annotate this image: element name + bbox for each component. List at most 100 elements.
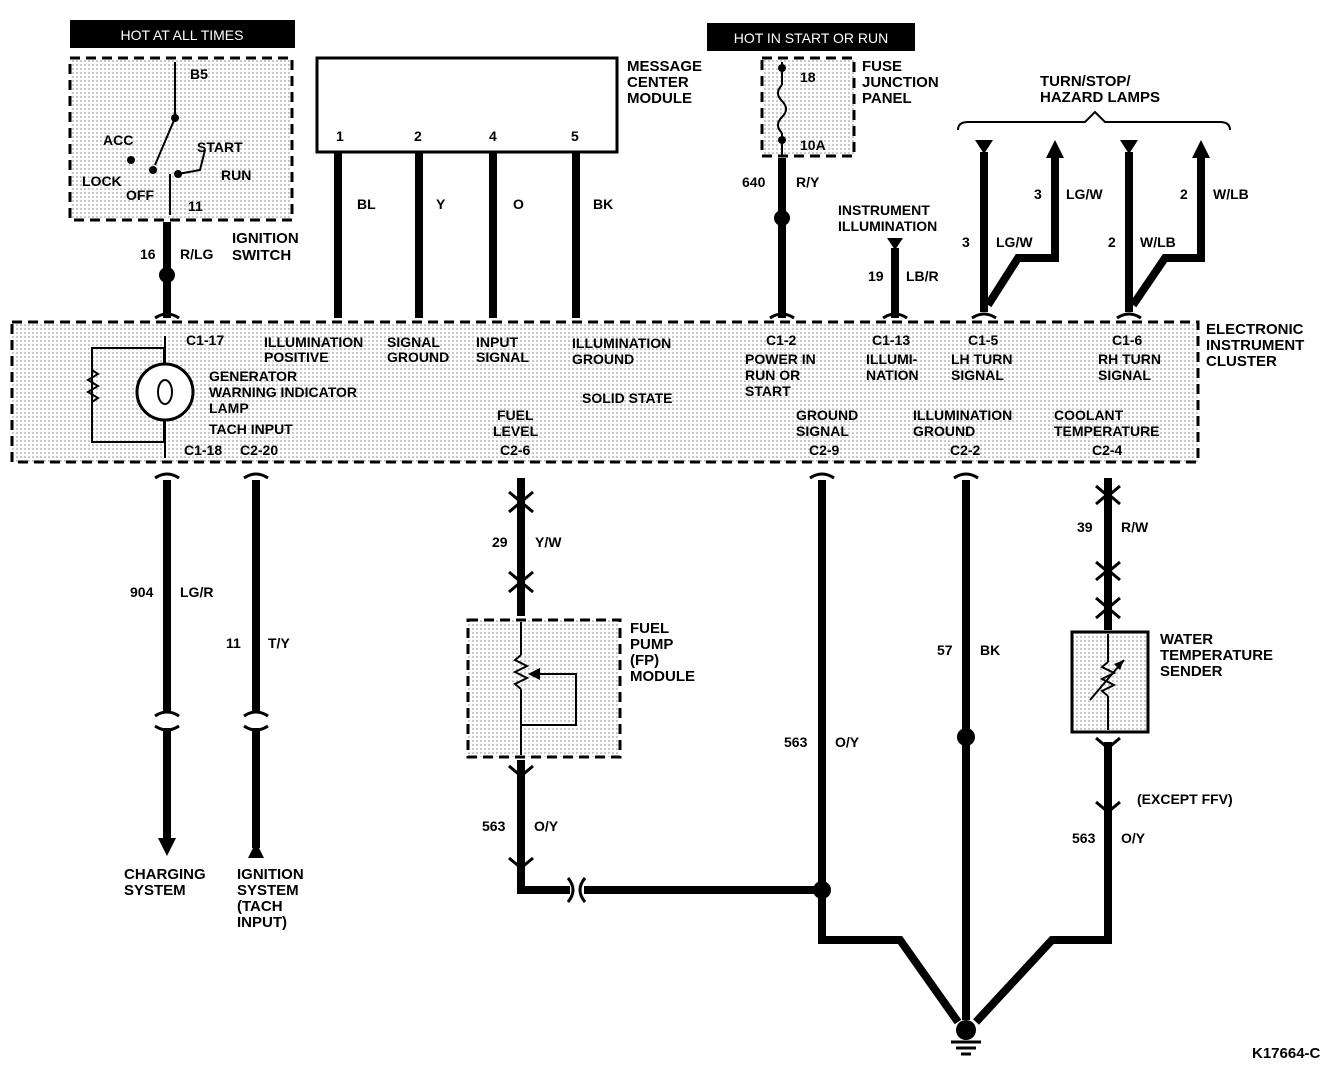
- svg-text:2: 2: [1180, 186, 1188, 202]
- svg-text:16: 16: [140, 246, 156, 262]
- svg-text:SIGNAL: SIGNAL: [796, 423, 849, 439]
- header-hot-at-all-times: HOT AT ALL TIMES: [70, 20, 295, 48]
- svg-text:57: 57: [937, 642, 953, 658]
- cluster-title-3: CLUSTER: [1206, 353, 1277, 370]
- svg-text:HOT IN START OR RUN: HOT IN START OR RUN: [734, 30, 889, 46]
- svg-text:3: 3: [962, 234, 970, 250]
- svg-text:O: O: [513, 196, 524, 212]
- svg-text:NATION: NATION: [866, 367, 919, 383]
- svg-text:R/Y: R/Y: [796, 174, 820, 190]
- svg-text:HOT AT ALL TIMES: HOT AT ALL TIMES: [121, 27, 244, 43]
- fuse-junction-panel: 18 10A: [760, 56, 856, 158]
- svg-text:POSITIVE: POSITIVE: [264, 349, 329, 365]
- svg-text:ILLUMINATION: ILLUMINATION: [264, 334, 363, 350]
- svg-text:LEVEL: LEVEL: [493, 423, 539, 439]
- water-temperature-sender: [1070, 630, 1150, 734]
- wire-563-c: (EXCEPT FFV) 563 O/Y: [1072, 736, 1233, 944]
- svg-text:ILLUMINATION: ILLUMINATION: [572, 335, 671, 351]
- wire-19: 19 LB/R: [868, 238, 939, 318]
- svg-text:C2-6: C2-6: [500, 442, 531, 458]
- fuse-panel-label-1: FUSE: [862, 58, 902, 75]
- svg-text:LG/W: LG/W: [996, 234, 1033, 250]
- svg-text:C1-17: C1-17: [186, 332, 224, 348]
- ignition-switch-label-1: IGNITION: [232, 230, 299, 247]
- figure-id: K17664-C: [1252, 1045, 1321, 1062]
- svg-text:O/Y: O/Y: [1121, 830, 1146, 846]
- svg-text:START: START: [197, 139, 243, 155]
- svg-text:OFF: OFF: [126, 187, 154, 203]
- turn-lamps-label-2: HAZARD LAMPS: [1040, 89, 1160, 106]
- wire-563-a: 563 O/Y: [482, 760, 822, 903]
- svg-text:GROUND: GROUND: [387, 349, 449, 365]
- message-center-label-1: MESSAGE: [627, 58, 702, 75]
- wire-904: 904 LG/R: [130, 472, 213, 856]
- svg-text:11: 11: [188, 198, 203, 214]
- svg-text:LOCK: LOCK: [82, 173, 122, 189]
- svg-text:LH TURN: LH TURN: [951, 351, 1012, 367]
- svg-text:563: 563: [784, 734, 808, 750]
- wire-563-b: 563 O/Y: [784, 472, 860, 944]
- svg-text:T/Y: T/Y: [268, 635, 290, 651]
- svg-text:SIGNAL: SIGNAL: [387, 334, 440, 350]
- svg-text:O/Y: O/Y: [835, 734, 860, 750]
- top-connector-caps: [154, 312, 1142, 320]
- cluster-title-1: ELECTRONIC: [1206, 321, 1304, 338]
- cluster-title-2: INSTRUMENT: [1206, 337, 1304, 354]
- svg-text:BK: BK: [593, 196, 613, 212]
- fuel-pump-label-1: FUEL: [630, 620, 669, 637]
- svg-text:LB/R: LB/R: [906, 268, 939, 284]
- svg-text:C1-2: C1-2: [766, 332, 797, 348]
- svg-text:START: START: [745, 383, 791, 399]
- svg-text:LG/R: LG/R: [180, 584, 213, 600]
- svg-text:10A: 10A: [800, 137, 826, 153]
- wire-29: 29 Y/W: [492, 478, 562, 616]
- svg-text:W/LB: W/LB: [1213, 186, 1249, 202]
- water-sender-label-2: TEMPERATURE: [1160, 647, 1273, 664]
- ground-point: [822, 936, 1108, 1056]
- svg-text:SOLID STATE: SOLID STATE: [582, 390, 672, 406]
- svg-text:11: 11: [226, 635, 241, 651]
- svg-text:INPUT: INPUT: [476, 334, 518, 350]
- svg-text:SIGNAL: SIGNAL: [476, 349, 529, 365]
- svg-text:C2-2: C2-2: [950, 442, 981, 458]
- svg-text:904: 904: [130, 584, 154, 600]
- svg-text:B5: B5: [190, 66, 208, 82]
- electronic-instrument-cluster: [10, 320, 1200, 464]
- svg-text:640: 640: [742, 174, 766, 190]
- ignition-switch-label-2: SWITCH: [232, 247, 291, 264]
- svg-text:SIGNAL: SIGNAL: [951, 367, 1004, 383]
- svg-text:3: 3: [1034, 186, 1042, 202]
- svg-text:C1-6: C1-6: [1112, 332, 1143, 348]
- svg-text:W/LB: W/LB: [1140, 234, 1176, 250]
- svg-text:GROUND: GROUND: [913, 423, 975, 439]
- svg-text:563: 563: [482, 818, 506, 834]
- instrument-illumination-label-1: INSTRUMENT: [838, 202, 930, 218]
- header-hot-in-start-or-run: HOT IN START OR RUN: [707, 23, 915, 51]
- wire-640: 640 R/Y: [742, 158, 820, 318]
- svg-text:SIGNAL: SIGNAL: [1098, 367, 1151, 383]
- svg-text:29: 29: [492, 534, 508, 550]
- wire-39: 39 R/W: [1077, 478, 1149, 630]
- svg-text:C1-18: C1-18: [184, 442, 222, 458]
- svg-text:TACH INPUT: TACH INPUT: [209, 421, 293, 437]
- svg-text:18: 18: [800, 69, 816, 85]
- svg-text:ILLUMINATION: ILLUMINATION: [913, 407, 1012, 423]
- water-sender-label-3: SENDER: [1160, 663, 1223, 680]
- svg-text:RUN: RUN: [221, 167, 251, 183]
- svg-text:RUN OR: RUN OR: [745, 367, 800, 383]
- instrument-illumination-label-2: ILLUMINATION: [838, 218, 937, 234]
- svg-text:1: 1: [336, 128, 344, 144]
- svg-text:LG/W: LG/W: [1066, 186, 1103, 202]
- wire-16: 16 R/LG: [140, 222, 214, 318]
- svg-text:2: 2: [414, 128, 422, 144]
- svg-text:GROUND: GROUND: [796, 407, 858, 423]
- svg-text:C1-13: C1-13: [872, 332, 910, 348]
- svg-text:563: 563: [1072, 830, 1096, 846]
- fuse-panel-label-3: PANEL: [862, 90, 912, 107]
- fuse-panel-label-2: JUNCTION: [862, 74, 939, 91]
- svg-text:C2-9: C2-9: [809, 442, 840, 458]
- ignition-system-label-3: (TACH: [237, 898, 283, 915]
- svg-text:O/Y: O/Y: [534, 818, 559, 834]
- svg-text:LAMP: LAMP: [209, 400, 249, 416]
